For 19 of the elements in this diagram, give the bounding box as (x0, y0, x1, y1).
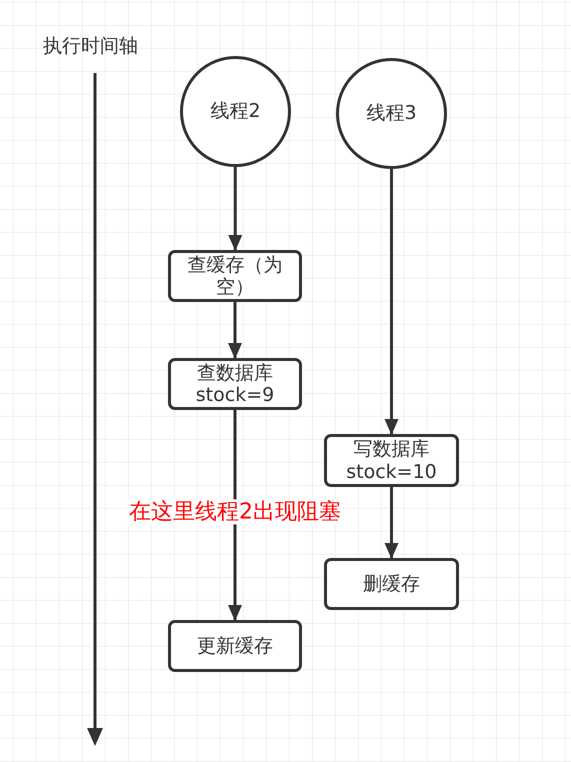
axis-label: 执行时间轴 (43, 35, 138, 58)
node-label: 查数据库 stock=9 (194, 362, 276, 406)
node-label: 更新缓存 (197, 634, 273, 658)
arrow (384, 169, 398, 435)
process-box (168, 620, 302, 672)
node-label: 线程3 (366, 102, 417, 125)
node-label: 线程2 (210, 100, 261, 123)
node-label: 写数据库 stock=10 (345, 438, 438, 483)
process-box (324, 434, 459, 487)
node-label: 查缓存（为空） (186, 254, 284, 298)
arrow (228, 302, 242, 359)
arrow (384, 487, 398, 559)
arrow (228, 167, 242, 251)
process-box (168, 250, 302, 302)
edge-label: 在这里线程2出现阻塞 (128, 499, 342, 525)
process-box (324, 558, 459, 610)
process-box (168, 358, 302, 410)
arrow (228, 410, 242, 621)
node-label: 删缓存 (363, 572, 420, 596)
